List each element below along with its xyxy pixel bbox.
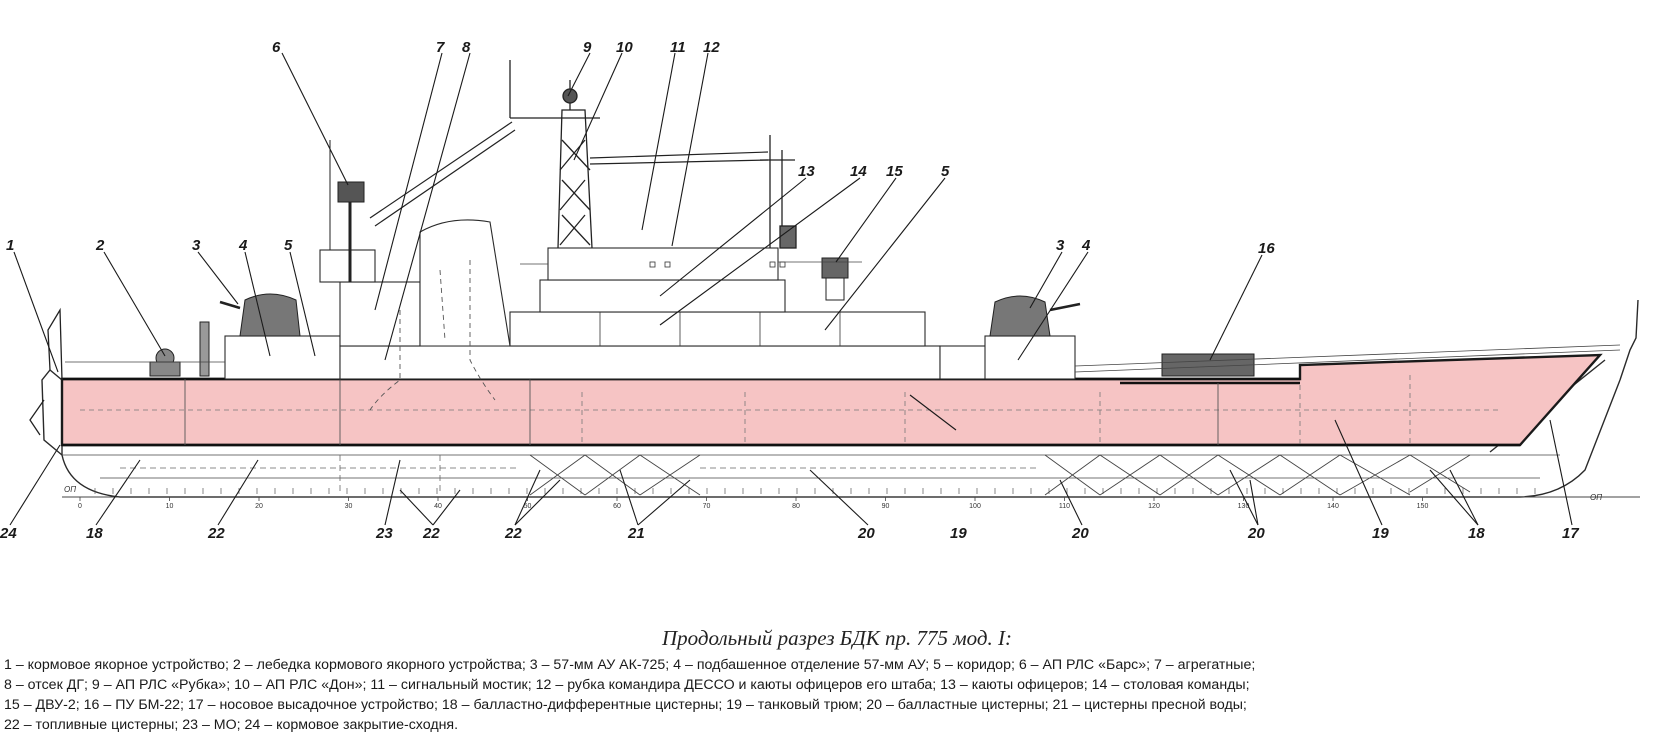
callout-5b: 5 bbox=[941, 163, 950, 180]
callout-23: 23 bbox=[375, 525, 393, 542]
callout-12: 12 bbox=[703, 39, 720, 56]
frame-mark-90: 90 bbox=[882, 503, 890, 510]
callout-14: 14 bbox=[850, 163, 867, 180]
caption-title: Продольный разрез БДК пр. 775 мод. I: bbox=[662, 626, 1012, 650]
callout-3b: 3 bbox=[1056, 237, 1065, 254]
frame-mark-120: 120 bbox=[1148, 503, 1160, 510]
frame-mark-100: 100 bbox=[969, 503, 981, 510]
deckhouse-tier-1-aft bbox=[224, 335, 341, 380]
callout-20a: 20 bbox=[857, 525, 875, 542]
callout-20b: 20 bbox=[1071, 525, 1089, 542]
frame-scale: 0 10 20 30 40 50 60 70 80 90 100 110 120 130 140 150 bbox=[78, 497, 1428, 510]
callout-4a: 4 bbox=[238, 237, 248, 254]
legend-line-2: 8 – отсек ДГ; 9 – АП РЛС «Рубка»; 10 – А… bbox=[4, 677, 1250, 693]
callout-24: 24 bbox=[0, 525, 17, 542]
callout-18a: 18 bbox=[86, 525, 103, 542]
baseline-label-right: ОП bbox=[1590, 493, 1602, 502]
callout-3a: 3 bbox=[192, 237, 201, 254]
frame-mark-0: 0 bbox=[78, 503, 82, 510]
frame-mark-140: 140 bbox=[1327, 503, 1339, 510]
cargo-booms bbox=[369, 121, 769, 227]
tank-cross-bracing bbox=[529, 454, 1471, 496]
gun-house-fwd-base bbox=[984, 335, 1076, 380]
callout-21: 21 bbox=[627, 525, 645, 542]
callout-19a: 19 bbox=[950, 525, 967, 542]
callout-22b: 22 bbox=[422, 525, 440, 542]
callout-8: 8 bbox=[462, 39, 471, 56]
stern-gantry bbox=[29, 307, 63, 436]
main-mast bbox=[509, 60, 600, 249]
frame-mark-10: 10 bbox=[166, 503, 174, 510]
stern-winch bbox=[149, 321, 210, 377]
gun-mount-aft bbox=[219, 293, 301, 337]
callout-16: 16 bbox=[1258, 240, 1275, 257]
callout-15: 15 bbox=[886, 163, 903, 180]
aft-tower-upper bbox=[319, 249, 376, 283]
callout-2: 2 bbox=[95, 237, 105, 254]
baseline-label-left: ОП bbox=[64, 485, 76, 494]
legend-line-3: 15 – ДВУ-2; 16 – ПУ БМ-22; 17 – носовое … bbox=[4, 697, 1247, 713]
frame-mark-150: 150 bbox=[1417, 503, 1429, 510]
hold-compartment-lines bbox=[80, 375, 1500, 445]
callout-20c: 20 bbox=[1247, 525, 1265, 542]
callout-19b: 19 bbox=[1372, 525, 1389, 542]
callout-leaders bbox=[9, 52, 1573, 526]
callout-18b: 18 bbox=[1468, 525, 1485, 542]
casing-dashed-trunks bbox=[369, 260, 496, 411]
callout-13: 13 bbox=[798, 163, 815, 180]
superstructure bbox=[224, 219, 1076, 380]
frame-mark-20: 20 bbox=[255, 503, 263, 510]
callout-7: 7 bbox=[436, 39, 445, 56]
superstructure-windows bbox=[599, 261, 841, 346]
callout-5a: 5 bbox=[284, 237, 293, 254]
frame-mark-70: 70 bbox=[703, 503, 711, 510]
deckhouse-tier-2 bbox=[509, 311, 926, 347]
callout-1: 1 bbox=[6, 237, 14, 254]
deckhouse-tier-1-main bbox=[339, 345, 941, 380]
frame-mark-60: 60 bbox=[613, 503, 621, 510]
hold-bulkheads bbox=[184, 379, 1219, 445]
callout-11: 11 bbox=[670, 39, 686, 56]
fwd-mast bbox=[760, 135, 797, 249]
frame-mark-30: 30 bbox=[345, 503, 353, 510]
frame-mark-50: 50 bbox=[524, 503, 532, 510]
ship-longitudinal-section-diagram: ОП ОП 0102030405060708090100110120130140… bbox=[0, 39, 1640, 542]
engine-casing bbox=[419, 219, 511, 347]
legend: 1 – кормовое якорное устройство; 2 – леб… bbox=[4, 655, 1584, 735]
callout-22c: 22 bbox=[504, 525, 522, 542]
callout-10: 10 bbox=[616, 39, 633, 56]
frame-mark-80: 80 bbox=[792, 503, 800, 510]
frame-mark-130: 130 bbox=[1238, 503, 1250, 510]
frame-mark-110: 110 bbox=[1059, 503, 1070, 510]
callout-22a: 22 bbox=[207, 525, 225, 542]
deck-railings bbox=[65, 261, 1621, 373]
legend-line-1: 1 – кормовое якорное устройство; 2 – леб… bbox=[4, 657, 1256, 673]
bottom-frame-ticks bbox=[94, 488, 1536, 494]
callout-6: 6 bbox=[272, 39, 281, 56]
stern-outline bbox=[41, 369, 63, 456]
frame-mark-40: 40 bbox=[434, 503, 442, 510]
bottom-dashed-tanks bbox=[120, 455, 1040, 495]
callout-4b: 4 bbox=[1081, 237, 1091, 254]
legend-line-4: 22 – топливные цистерны; 23 – МО; 24 – к… bbox=[4, 717, 459, 733]
dvu-2 bbox=[821, 257, 849, 301]
bow-stem bbox=[1619, 299, 1639, 381]
deckhouse-tier-3 bbox=[539, 279, 786, 313]
callout-9: 9 bbox=[583, 39, 592, 56]
gun-mount-fwd bbox=[989, 295, 1081, 337]
radar-mast-aft bbox=[329, 140, 365, 282]
callout-17: 17 bbox=[1562, 525, 1579, 542]
